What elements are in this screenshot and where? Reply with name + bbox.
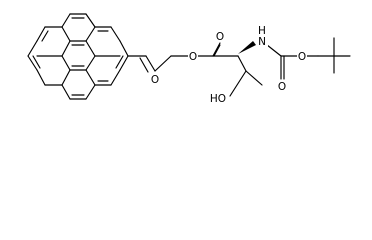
ester-backbone xyxy=(196,37,351,97)
keto-linker xyxy=(127,55,190,73)
atom-label-o-ester-carbonyl: O xyxy=(216,31,224,43)
atom-labels: O O O H N O O HO xyxy=(150,24,307,105)
atom-label-o-carbamate: O xyxy=(298,51,306,63)
atom-label-o-ester-ring: O xyxy=(189,51,197,63)
pyrene-group xyxy=(27,13,129,100)
atom-label-o-ketone: O xyxy=(151,74,159,86)
atom-label-nh: H xyxy=(258,25,266,37)
atom-label-n: N xyxy=(258,36,266,48)
structure-canvas: O O O H N O O HO xyxy=(27,13,351,105)
molecule-drawing: O O O H N O O HO xyxy=(27,13,351,105)
atom-label-o-carbamate-carbonyl: O xyxy=(278,81,286,93)
atom-label-hydroxyl: HO xyxy=(210,93,226,105)
